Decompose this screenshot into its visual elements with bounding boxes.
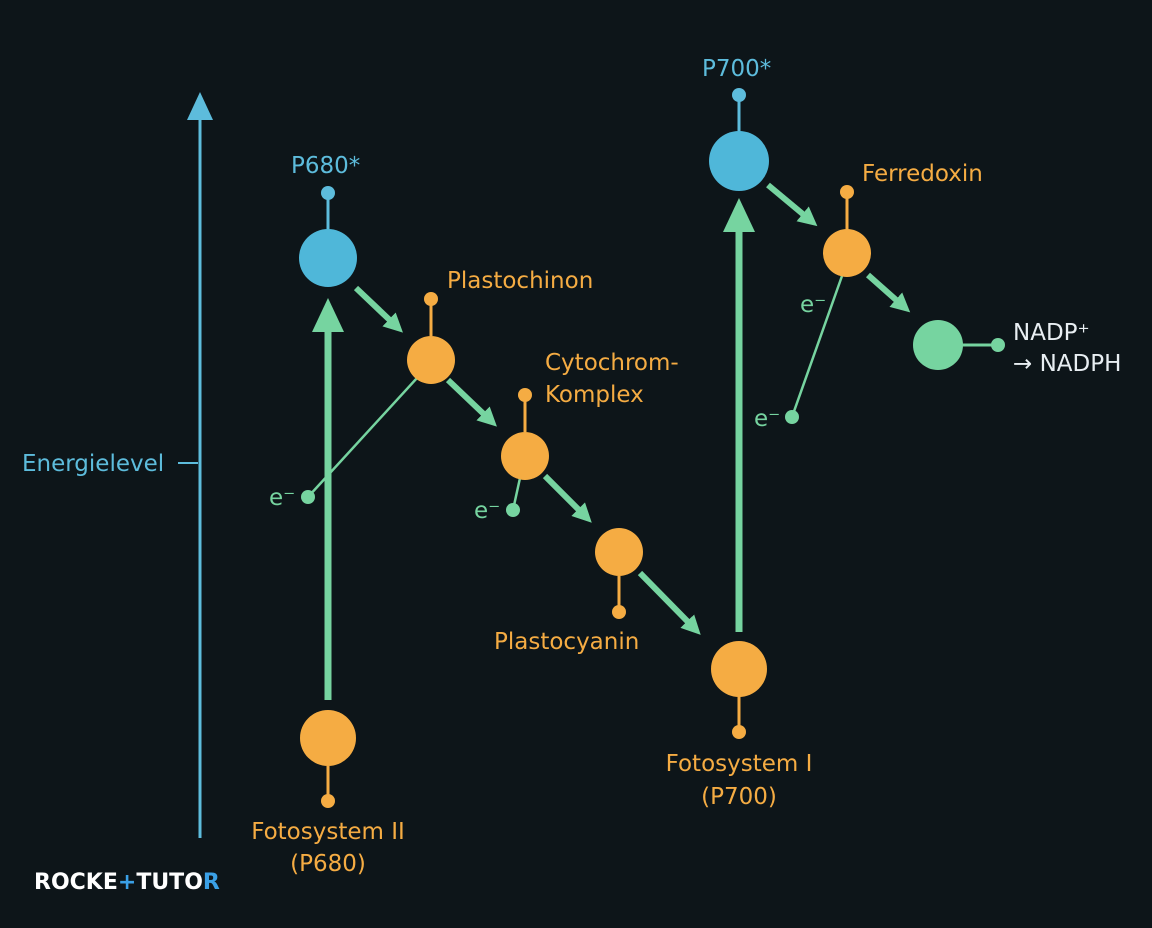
fotosystem1-label-line1: Fotosystem I [666,751,813,777]
electron-label-2: e⁻ [474,498,500,524]
electron-dot-3 [785,410,799,424]
electron-label-3: e⁻ [800,292,826,318]
electron-dot-2 [506,503,520,517]
excitation-arrow-ps1 [723,198,755,632]
node-plastochinon: Plastochinon [407,268,593,384]
fotosystem2-label-line2: (P680) [290,851,366,877]
ferredoxin-stem-dot [840,185,854,199]
energy-axis: Energielevel [22,92,213,838]
nadp-circle [913,320,963,370]
cytochrom-label-line2: Komplex [545,382,644,408]
ferredoxin-circle [823,229,871,277]
nadp-stem-dot [991,338,1005,352]
logo-r-accent: R [202,870,220,895]
electron-line-ferredoxin [790,275,844,418]
nadp-label-line1: NADP⁺ [1013,320,1090,346]
electron-label-4: e⁻ [754,406,780,432]
arrow-cytochrom-plastocyanin [542,473,592,523]
plastochinon-stem-dot [424,292,438,306]
arrow-p700-ferredoxin [766,182,818,227]
fotosystem1-stem-dot [732,725,746,739]
fotosystem1-circle [711,641,767,697]
fotosystem2-label-line1: Fotosystem II [251,819,405,845]
node-p700-excited: P700* [702,56,771,191]
cytochrom-stem-dot [518,388,532,402]
arrow-ferredoxin-nadp [866,272,911,313]
electron-lines [301,275,844,517]
brand-logo: ROCKE+TUTOR [34,870,220,895]
nadp-label-line2: → NADPH [1013,351,1121,377]
p700-excited-stem-dot [732,88,746,102]
plastocyanin-label: Plastocyanin [494,629,639,655]
p700-excited-circle [709,131,769,191]
arrow-plastochinon-cytochrom [445,377,497,427]
fotosystem2-stem-dot [321,794,335,808]
p680-excited-stem-dot [321,186,335,200]
node-fotosystem1: Fotosystem I (P700) [666,641,813,810]
node-cytochrom: Cytochrom- Komplex [501,350,679,480]
plastochinon-label: Plastochinon [447,268,593,294]
logo-part-1: ROCKE [34,870,118,895]
fotosystem1-label-line2: (P700) [701,784,777,810]
node-fotosystem2: Fotosystem II (P680) [251,710,405,877]
fotosystem2-circle [300,710,356,766]
energy-axis-label: Energielevel [22,451,164,477]
transfer-arrows [353,182,911,635]
excitation-arrow-ps2 [312,298,344,700]
plastocyanin-stem-dot [612,605,626,619]
plastocyanin-circle [595,528,643,576]
logo-plus-accent: + [117,870,137,895]
node-ferredoxin: Ferredoxin [823,161,983,277]
electron-label-1: e⁻ [269,485,295,511]
cytochrom-label-line1: Cytochrom- [545,350,679,376]
ferredoxin-label: Ferredoxin [862,161,983,187]
energy-axis-arrowhead [187,92,213,120]
node-nadp: NADP⁺ → NADPH [913,320,1121,377]
cytochrom-circle [501,432,549,480]
p700-excited-label: P700* [702,56,771,82]
arrow-p680-plastochinon [353,285,403,333]
plastochinon-circle [407,336,455,384]
p680-excited-circle [299,229,357,287]
node-plastocyanin: Plastocyanin [494,528,643,655]
arrow-plastocyanin-fotosystem1 [637,570,701,635]
node-p680-excited: P680* [291,153,360,287]
electron-line-plastochinon [307,377,418,498]
p680-excited-label: P680* [291,153,360,179]
logo-part-3: TUTO [136,870,203,895]
electron-dot-1 [301,490,315,504]
